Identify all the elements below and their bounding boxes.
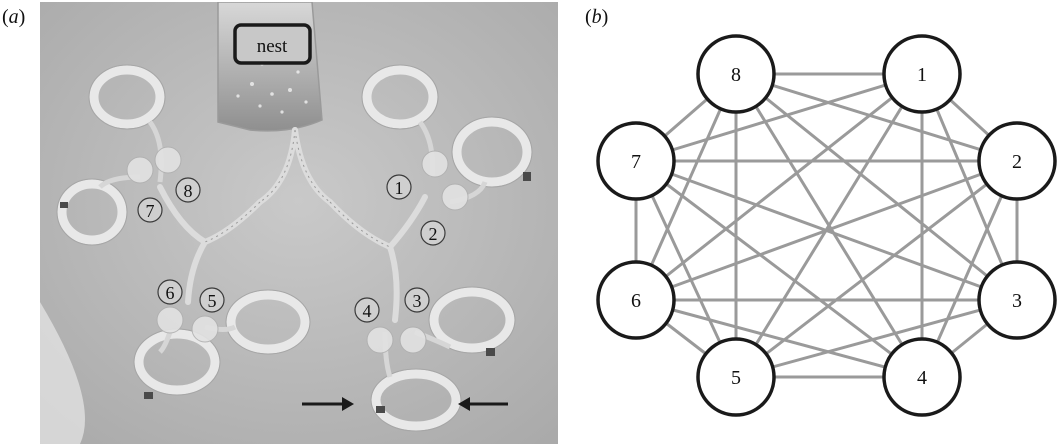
chamber-junctions — [126, 146, 469, 354]
svg-text:8: 8 — [184, 181, 193, 201]
edge-4-8 — [734, 73, 924, 378]
arrow-right — [302, 397, 354, 411]
edge-4-6 — [635, 298, 923, 379]
graph-node-circle — [882, 337, 962, 417]
panel-a-label: (a) — [2, 6, 26, 28]
svg-text:1: 1 — [395, 178, 404, 198]
network-graph: 1 2 3 4 5 6 7 8 — [596, 34, 1057, 417]
graph-node-3: 3 — [977, 260, 1057, 340]
pointer-arrows — [302, 397, 508, 411]
chamber-marker-2: 2 — [420, 220, 446, 246]
chamber-markers: 1 2 3 4 5 6 7 8 — [137, 174, 446, 323]
graph-node-label: 3 — [1012, 290, 1022, 312]
graph-node-4: 4 — [882, 337, 962, 417]
chamber-marker-6: 6 — [157, 279, 183, 305]
edge-1-3 — [920, 73, 1019, 301]
graph-node-2: 2 — [977, 121, 1057, 201]
svg-text:7: 7 — [146, 201, 155, 221]
graph-node-label: 6 — [631, 290, 641, 312]
panel-b-letter: b — [591, 6, 602, 28]
edge-3-8 — [735, 72, 1018, 302]
edge-4-7 — [635, 159, 923, 379]
graph-node-1: 1 — [882, 34, 962, 114]
edge-3-5 — [735, 298, 1018, 379]
chamber-marker-5: 5 — [199, 287, 225, 313]
chamber-marker-3: 3 — [404, 287, 430, 313]
graph-nodes: 1 2 3 4 5 6 7 8 — [596, 34, 1057, 417]
arrow-left — [458, 397, 508, 411]
chamber-marker-1: 1 — [386, 174, 412, 200]
edge-3-7 — [635, 159, 1018, 302]
graph-edges — [634, 72, 1019, 379]
edge-6-8 — [634, 73, 738, 301]
svg-text:5: 5 — [208, 291, 217, 311]
graph-node-circle — [596, 260, 676, 340]
svg-text:2: 2 — [429, 224, 438, 244]
edge-2-8 — [735, 72, 1018, 163]
nest-label: nest — [257, 36, 288, 57]
nest-label-box — [233, 23, 312, 65]
panel-a-letter: a — [8, 6, 19, 28]
ring-end-caps — [60, 172, 531, 413]
graph-node-circle — [977, 260, 1057, 340]
graph-node-label: 7 — [631, 151, 641, 173]
svg-text:3: 3 — [413, 291, 422, 311]
chamber-marker-8: 8 — [175, 177, 201, 203]
graph-node-circle — [596, 121, 676, 201]
nest-container — [217, 2, 323, 132]
arena-photo: nest — [40, 2, 558, 444]
foraging-rings — [57, 65, 532, 431]
graph-node-label: 4 — [917, 367, 927, 389]
graph-node-circle — [696, 34, 776, 114]
graph-node-7: 7 — [596, 121, 676, 201]
graph-node-circle — [696, 337, 776, 417]
foraging-rings-outline — [56, 64, 533, 432]
svg-text:4: 4 — [363, 301, 372, 321]
arena-corner-glare — [40, 302, 85, 444]
chamber-marker-7: 7 — [137, 197, 163, 223]
graph-node-label: 5 — [731, 367, 741, 389]
graph-node-label: 2 — [1012, 151, 1022, 173]
edge-1-7 — [635, 72, 923, 163]
graph-node-8: 8 — [696, 34, 776, 114]
chamber-marker-4: 4 — [354, 297, 380, 323]
graph-node-label: 1 — [917, 64, 927, 86]
graph-node-circle — [977, 121, 1057, 201]
graph-node-6: 6 — [596, 260, 676, 340]
graph-node-circle — [882, 34, 962, 114]
graph-node-label: 8 — [731, 64, 741, 86]
svg-text:6: 6 — [166, 283, 175, 303]
panel-b-label: (b) — [585, 6, 609, 28]
tube-network-seams — [204, 129, 391, 248]
graph-node-5: 5 — [696, 337, 776, 417]
